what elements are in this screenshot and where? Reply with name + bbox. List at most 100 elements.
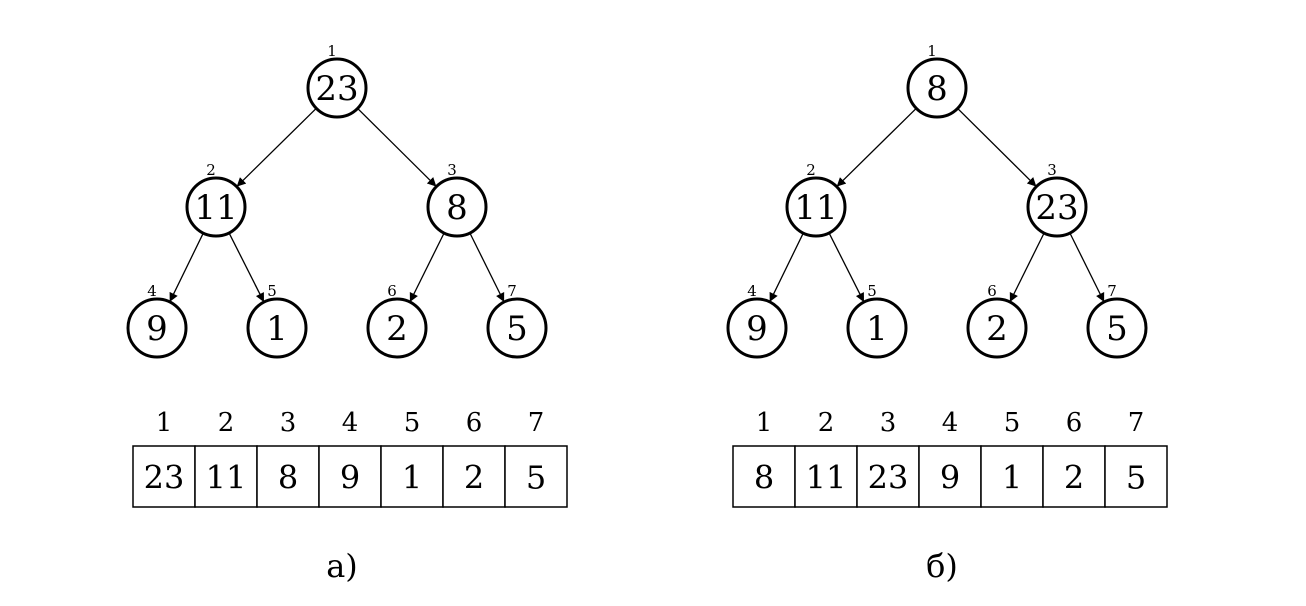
node-value: 5 bbox=[506, 309, 528, 349]
tree-edge-arrow bbox=[357, 107, 437, 188]
array-index-label: 6 bbox=[466, 408, 483, 438]
array-cell-value: 11 bbox=[206, 459, 247, 497]
node-index: 3 bbox=[1047, 161, 1057, 179]
node-index: 7 bbox=[1107, 282, 1117, 300]
array-cell-box bbox=[380, 445, 444, 508]
array-cell-box bbox=[980, 445, 1044, 508]
tree-node: 112 bbox=[785, 161, 847, 238]
array-cell-box bbox=[256, 445, 320, 508]
array-cell: 8 bbox=[732, 445, 796, 508]
node-index: 3 bbox=[447, 161, 457, 179]
array-cell: 5 bbox=[1104, 445, 1168, 508]
node-circle bbox=[1026, 176, 1088, 238]
tree-node: 15 bbox=[246, 282, 308, 359]
array-cell: 1 bbox=[380, 445, 444, 508]
array-index-label: 4 bbox=[942, 408, 959, 438]
node-index: 1 bbox=[327, 42, 337, 60]
array-cell-value: 8 bbox=[754, 459, 774, 497]
panel-caption: а) bbox=[326, 547, 358, 585]
node-index: 5 bbox=[267, 282, 277, 300]
node-circle bbox=[966, 297, 1028, 359]
tree-edge-arrow bbox=[469, 232, 505, 303]
array-cell-box bbox=[1104, 445, 1168, 508]
node-circle bbox=[846, 297, 908, 359]
tree-edge-arrow bbox=[769, 232, 804, 303]
node-value: 11 bbox=[194, 188, 237, 228]
array-cell-value: 23 bbox=[868, 459, 909, 497]
tree-node: 94 bbox=[126, 282, 188, 359]
array-index-label: 6 bbox=[1066, 408, 1083, 438]
tree-node: 23 1 bbox=[306, 42, 368, 119]
array-cell: 23 bbox=[856, 445, 920, 508]
node-value: 23 bbox=[315, 69, 358, 109]
node-circle bbox=[426, 176, 488, 238]
array-index-label: 7 bbox=[528, 408, 545, 438]
array-cell: 5 bbox=[504, 445, 568, 508]
node-index: 6 bbox=[987, 282, 997, 300]
array-index-label: 7 bbox=[1128, 408, 1145, 438]
node-value: 8 bbox=[446, 188, 468, 228]
node-value: 1 bbox=[866, 309, 888, 349]
array-index-label: 2 bbox=[218, 408, 235, 438]
tree-node: 83 bbox=[426, 161, 488, 238]
array-cell: 1 bbox=[980, 445, 1044, 508]
tree-edge-arrow bbox=[228, 232, 265, 303]
array-cell-value: 5 bbox=[526, 459, 546, 497]
tree-node: 15 bbox=[846, 282, 908, 359]
node-index: 4 bbox=[147, 282, 157, 300]
array-index-label: 1 bbox=[756, 408, 773, 438]
array-cell-value: 1 bbox=[1002, 459, 1022, 497]
array-cell: 23 bbox=[132, 445, 196, 508]
tree-edge-arrow bbox=[236, 107, 317, 188]
array-index-label: 4 bbox=[342, 408, 359, 438]
node-circle bbox=[906, 57, 968, 119]
tree-node: 57 bbox=[1086, 282, 1148, 359]
node-index: 1 bbox=[927, 42, 937, 60]
array-cell-box bbox=[504, 445, 568, 508]
tree-node: 57 bbox=[486, 282, 548, 359]
node-value: 1 bbox=[266, 309, 288, 349]
node-value: 2 bbox=[386, 309, 408, 349]
node-value: 5 bbox=[1106, 309, 1128, 349]
array-cell-value: 9 bbox=[340, 459, 360, 497]
tree-node: 26 bbox=[966, 282, 1028, 359]
node-index: 6 bbox=[387, 282, 397, 300]
node-value: 8 bbox=[926, 69, 948, 109]
tree-node: 233 bbox=[1026, 161, 1088, 238]
array-cell: 2 bbox=[1042, 445, 1106, 508]
node-value: 9 bbox=[746, 309, 768, 349]
array-cell-value: 23 bbox=[144, 459, 185, 497]
tree-node: 81 bbox=[906, 42, 968, 119]
array-index-label: 5 bbox=[1004, 408, 1021, 438]
array-index-label: 5 bbox=[404, 408, 421, 438]
array-cell-value: 2 bbox=[1064, 459, 1084, 497]
node-index: 2 bbox=[206, 161, 216, 179]
array-index-label: 3 bbox=[280, 408, 297, 438]
node-circle bbox=[366, 297, 428, 359]
array-cell-value: 2 bbox=[464, 459, 484, 497]
array-cell: 9 bbox=[918, 445, 982, 508]
tree-edge-arrow bbox=[1069, 232, 1105, 303]
node-circle bbox=[486, 297, 548, 359]
node-index: 5 bbox=[867, 282, 877, 300]
array-cell: 2 bbox=[442, 445, 506, 508]
panel-caption: б) bbox=[926, 547, 958, 585]
array-index-label: 3 bbox=[880, 408, 897, 438]
array-cell-value: 1 bbox=[402, 459, 422, 497]
array-cell: 11 bbox=[794, 445, 858, 508]
tree-edge-arrow bbox=[836, 107, 917, 188]
array-cell: 11 bbox=[194, 445, 258, 508]
array-cell: 9 bbox=[318, 445, 382, 508]
array-cell-box bbox=[732, 445, 796, 508]
array-index-label: 1 bbox=[156, 408, 173, 438]
node-value: 9 bbox=[146, 309, 168, 349]
node-circle bbox=[306, 57, 368, 119]
array-cell-box bbox=[442, 445, 506, 508]
array-cell: 8 bbox=[256, 445, 320, 508]
node-circle bbox=[246, 297, 308, 359]
node-index: 2 bbox=[806, 161, 816, 179]
